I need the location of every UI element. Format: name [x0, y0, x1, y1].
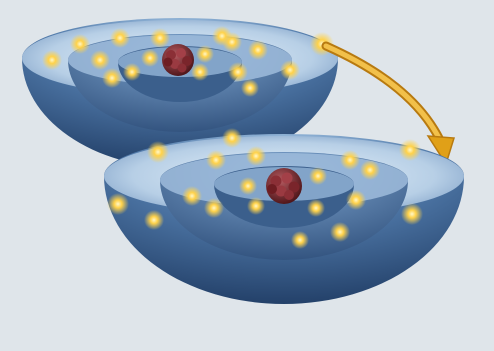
electron: [340, 150, 360, 170]
electron: [144, 210, 164, 230]
electron: [206, 150, 226, 170]
electron: [222, 128, 242, 148]
electron: [191, 63, 209, 81]
electron: [346, 190, 366, 210]
electron: [107, 193, 129, 215]
lower-nucleus: [266, 168, 302, 204]
electron: [102, 68, 122, 88]
electron: [401, 203, 423, 225]
electron: [110, 28, 130, 48]
electron: [212, 26, 232, 46]
electron: [330, 222, 350, 242]
electron: [147, 141, 169, 163]
electron: [247, 197, 265, 215]
upper-nucleus: [162, 44, 194, 76]
electron: [90, 50, 110, 70]
electron: [141, 49, 159, 67]
electron: [248, 40, 268, 60]
electron: [70, 34, 90, 54]
electron: [246, 146, 266, 166]
electron: [150, 28, 170, 48]
electron: [228, 62, 248, 82]
electron: [204, 198, 224, 218]
electron: [291, 231, 309, 249]
electron: [239, 177, 257, 195]
electron: [307, 199, 325, 217]
electron: [360, 160, 380, 180]
electron: [399, 139, 421, 161]
electron: [241, 79, 259, 97]
electron: [42, 50, 62, 70]
electron: [123, 63, 141, 81]
electron: [196, 45, 214, 63]
electron: [309, 167, 327, 185]
electron: [280, 60, 300, 80]
electron: [182, 186, 202, 206]
